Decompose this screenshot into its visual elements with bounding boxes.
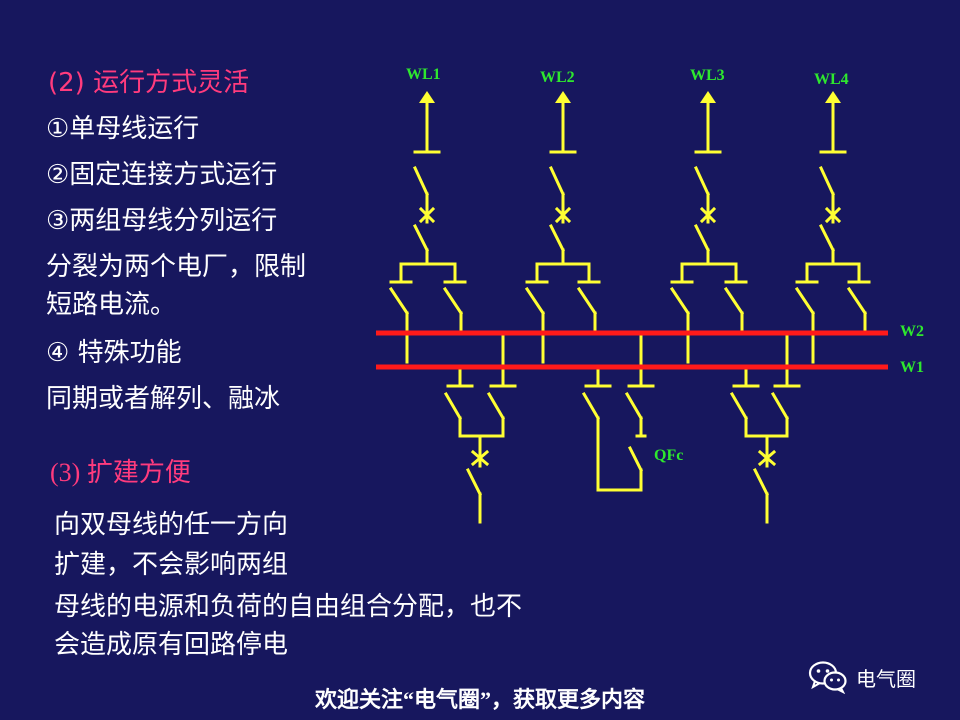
footer-banner: 欢迎关注“电气圈”，获取更多内容 <box>314 687 645 712</box>
coupler-blades <box>581 391 644 421</box>
feeder-4-branch <box>805 248 861 284</box>
feeder-3-breaker <box>699 206 717 224</box>
feeder-2-bus-isolator-blades <box>524 286 598 316</box>
source-1-breaker <box>470 449 490 467</box>
mode-item-3: ③两组母线分列运行 <box>46 206 278 236</box>
feeder-4-breaker-blade <box>818 223 836 253</box>
feeder-1-bus-isolator-blades <box>388 286 464 316</box>
split-note-line-2: 短路电流。 <box>46 290 177 320</box>
source-1-blades <box>443 391 506 421</box>
bus-label-w1: W1 <box>900 359 924 376</box>
feeder-label-wl4: WL4 <box>814 71 849 88</box>
feeder-3-breaker-blade <box>693 223 711 253</box>
feeder-4-bus-isolator-blades <box>794 286 868 316</box>
feeder-4-isolator-blade <box>819 166 835 196</box>
source-2-blades <box>729 391 790 421</box>
source-1-taps <box>458 331 505 388</box>
feeder-4-breaker <box>824 206 842 224</box>
bus-label-w2: W2 <box>900 323 924 340</box>
feeder-3-arrow <box>700 91 716 103</box>
source-1-breaker-blade <box>465 467 483 497</box>
feeder-2-branch <box>535 248 591 284</box>
feeder-2-breaker-blade <box>548 223 566 253</box>
wechat-icon <box>808 661 847 694</box>
feeder-1-breaker-blade <box>412 223 430 253</box>
feeder-3-bus-taps <box>686 311 744 364</box>
feeder-1-arrow <box>419 91 435 103</box>
mode-item-2: ②固定连接方式运行 <box>46 160 278 190</box>
feeder-2-arrow <box>555 91 571 103</box>
feeder-1-bus-taps <box>405 311 463 364</box>
extension-line-2: 扩建，不会影响两组 <box>54 550 289 580</box>
split-note-line-1: 分裂为两个电厂，限制 <box>46 252 307 282</box>
source-2-merge <box>744 416 789 468</box>
extension-line-1: 向双母线的任一方向 <box>54 510 289 540</box>
feeder-label-wl2: WL2 <box>540 69 575 86</box>
source-2-breaker <box>757 449 777 467</box>
feeder-3-branch <box>680 248 738 284</box>
coupler-breaker-blade <box>627 445 644 473</box>
coupler-taps <box>596 331 643 388</box>
feeder-2-bus-taps <box>541 311 597 364</box>
feeder-2-isolator-blade <box>549 166 565 196</box>
feeder-1-breaker <box>418 206 436 224</box>
feeder-1-branch <box>399 248 457 284</box>
source-1-merge <box>458 416 505 468</box>
brand-name: 电气圈 <box>856 666 916 691</box>
feeder-4-arrow <box>825 91 841 103</box>
section3-title: (3) 扩建方便 <box>50 458 191 487</box>
mode-item-4-desc: 同期或者解列、融冰 <box>46 384 281 414</box>
feeder-3-bus-isolator-blades <box>669 286 745 316</box>
feeder-1-isolator-blade <box>413 166 429 196</box>
section2-title: (2) 运行方式灵活 <box>48 68 250 98</box>
extension-line-4: 会造成原有回路停电 <box>54 630 289 660</box>
coupler-label-qfc: QFc <box>654 447 683 464</box>
feeder-2-breaker <box>554 206 572 224</box>
coupler-loop <box>596 416 643 492</box>
extension-line-3: 母线的电源和负荷的自由组合分配，也不 <box>54 592 523 622</box>
brand-badge: 电气圈 <box>808 660 938 694</box>
feeder-label-wl1: WL1 <box>406 66 441 83</box>
source-2-breaker-blade <box>752 467 770 497</box>
mode-item-1: ①单母线运行 <box>46 114 200 144</box>
feeder-4-bus-taps <box>811 311 867 364</box>
feeder-label-wl3: WL3 <box>690 67 725 84</box>
mode-item-4: ④ 特殊功能 <box>46 338 182 368</box>
source-2-taps <box>744 331 789 388</box>
feeder-3-isolator-blade <box>694 166 710 196</box>
